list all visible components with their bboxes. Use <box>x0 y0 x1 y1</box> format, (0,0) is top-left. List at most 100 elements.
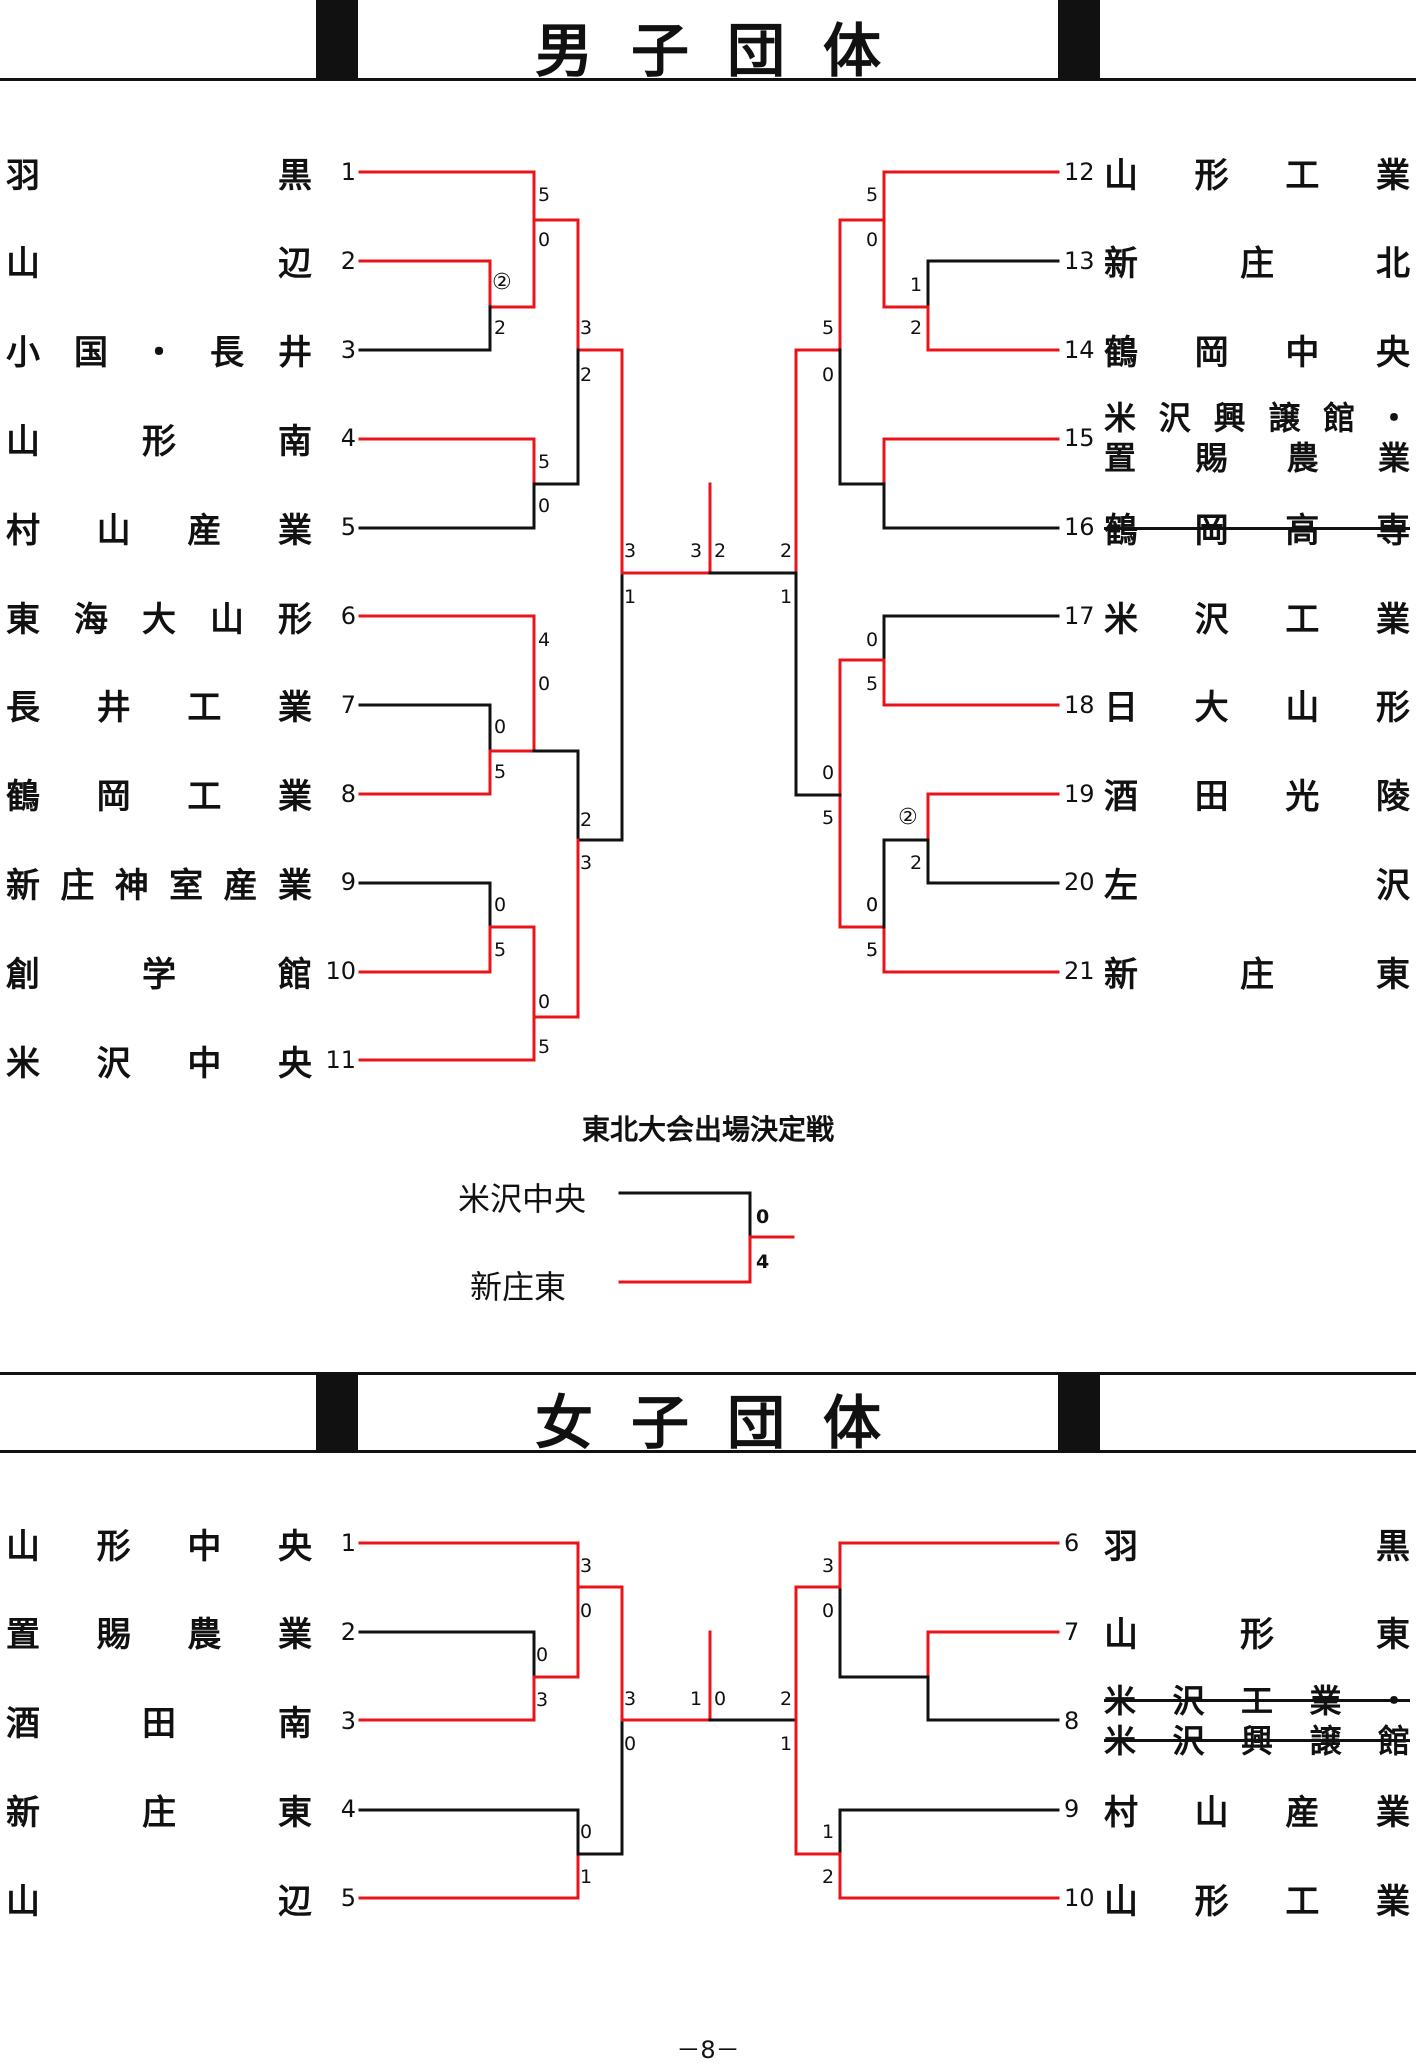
team-name-char: 業 <box>1375 1792 1410 1833</box>
men-r-19 <box>926 792 1060 842</box>
women-r-7 <box>926 1630 1060 1679</box>
team-name-char: 館 <box>1323 399 1356 438</box>
team-name-char: 海 <box>74 599 108 640</box>
score-label: 0 <box>538 229 551 251</box>
team-name-char: 業 <box>277 1615 312 1656</box>
score-label: 2 <box>494 317 507 339</box>
seed-number: 13 <box>1064 246 1095 275</box>
score-label: ② <box>898 805 918 830</box>
team-name-char: 辺 <box>278 244 312 285</box>
team-name-right: 日大山形 <box>1104 683 1410 729</box>
score-label: 2 <box>580 364 593 386</box>
score-label: 2 <box>714 540 727 562</box>
seed-number: 10 <box>1064 1884 1095 1913</box>
score-label: 0 <box>538 991 551 1013</box>
team-name-left: 創学館 <box>6 949 312 995</box>
men-l-5 <box>358 482 536 530</box>
men-l-9 <box>358 881 492 929</box>
team-name-left: 新庄東 <box>6 1787 312 1833</box>
team-name-char: 新 <box>6 1792 40 1833</box>
team-name-char: 賜 <box>96 1615 131 1656</box>
seed-number: 2 <box>340 1617 356 1646</box>
score-label: 1 <box>780 586 793 608</box>
team-name-char: 農 <box>187 1615 222 1656</box>
team-name-char: 岡 <box>1194 333 1229 374</box>
team-name-char: 東 <box>6 599 40 640</box>
team-name-char: 室 <box>169 865 204 906</box>
men-r-17 <box>882 614 1060 662</box>
score-label: 1 <box>910 274 923 296</box>
women-banner: 女子団体 <box>0 1372 1416 1457</box>
seed-number: 8 <box>1064 1706 1080 1735</box>
team-name-char: 山 <box>6 244 40 285</box>
team-name-left: 山形南 <box>6 416 312 462</box>
team-name-char: 南 <box>278 1704 312 1745</box>
team-name-char: 鶴 <box>1104 510 1138 551</box>
men-r-r2c <box>882 838 930 929</box>
team-name-char: 鶴 <box>1104 333 1138 374</box>
men-playoff-caption: 東北大会出場決定戦 <box>581 1113 834 1146</box>
team-name-char: 業 <box>1377 439 1410 478</box>
score-label: 5 <box>822 807 835 829</box>
men-l-6 <box>358 614 536 753</box>
team-name-char: 工 <box>1285 1881 1320 1922</box>
seed-number: 1 <box>340 158 356 186</box>
men-title: 男子団体 <box>534 17 919 85</box>
score-label: 0 <box>538 495 551 517</box>
team-name-right: 羽黒 <box>1104 1521 1410 1567</box>
team-name-char: 陵 <box>1375 777 1410 818</box>
score-label: 0 <box>822 364 835 386</box>
score-label: 5 <box>538 184 551 206</box>
team-name-char: 新 <box>6 865 40 906</box>
team-name-left: 村山産業 <box>6 505 312 551</box>
men-playoff-a <box>618 1191 752 1239</box>
team-name-left: 置賜農業 <box>6 1610 312 1656</box>
score-label: 5 <box>494 939 507 961</box>
team-name-right: 山形工業 <box>1104 1876 1410 1922</box>
team-name-char: 形 <box>96 1526 131 1567</box>
seed-number: 20 <box>1064 868 1095 897</box>
team-name-char: 沢 <box>96 1043 131 1084</box>
team-name-right: 鶴岡高専 <box>1104 505 1410 551</box>
team-name-char: 米 <box>6 1043 40 1084</box>
seed-number: 3 <box>340 335 356 364</box>
team-name-char: 田 <box>142 1704 176 1745</box>
team-name-char: 左 <box>1104 865 1138 906</box>
team-name-left: 小国・長井 <box>6 328 312 374</box>
seed-number: 10 <box>325 957 356 986</box>
team-name-char: 工 <box>187 777 222 818</box>
seed-number: 18 <box>1064 690 1095 719</box>
score-label: 3 <box>690 540 703 562</box>
team-name-char: 羽 <box>1104 1526 1138 1567</box>
team-name-char: 専 <box>1375 510 1410 551</box>
score-label: 2 <box>580 809 593 831</box>
men-l-8 <box>358 749 536 796</box>
team-name-char: 日 <box>1104 688 1138 729</box>
score-label: 5 <box>822 317 835 339</box>
team-name-char: 庄 <box>142 1792 176 1833</box>
team-name-char: 形 <box>278 599 312 640</box>
seed-number: 1 <box>340 1529 356 1557</box>
team-name-char: 形 <box>1240 1615 1274 1656</box>
women-l-4 <box>358 1808 580 1856</box>
team-name-char: 黒 <box>1376 1526 1410 1567</box>
team-name-char: 庄 <box>1240 244 1274 285</box>
team-name-char: 形 <box>142 421 176 462</box>
seed-number: 2 <box>340 246 356 275</box>
team-name-char: 山 <box>1194 1792 1229 1833</box>
score-label: 0 <box>822 1600 835 1622</box>
seed-number: 17 <box>1064 602 1095 630</box>
team-name-char: 長 <box>6 688 40 729</box>
team-name-char: 山 <box>96 510 131 551</box>
team-name-char: 賜 <box>1195 439 1228 478</box>
team-name-char: ・ <box>142 333 176 374</box>
team-name-right: 新庄北 <box>1104 239 1410 285</box>
team-name-left: 羽黒 <box>6 150 312 196</box>
men-l-11 <box>358 1015 580 1062</box>
team-name-char: 置 <box>1104 439 1137 478</box>
men-r-18 <box>838 658 1060 797</box>
score-label: 3 <box>580 317 593 339</box>
team-name-char: 井 <box>278 333 312 374</box>
team-name-right-line2: 置賜農業 <box>1104 436 1410 478</box>
seed-number: 19 <box>1064 779 1095 808</box>
